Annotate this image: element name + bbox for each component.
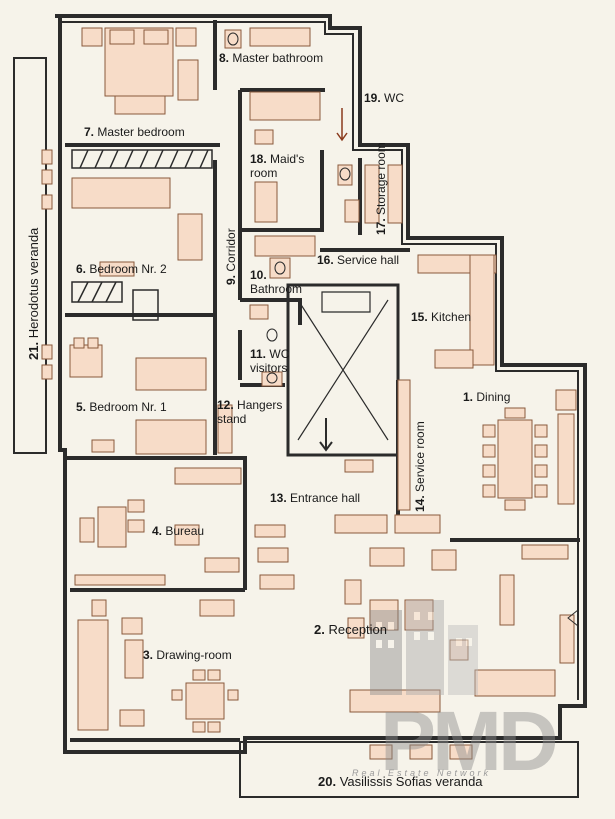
label-entrance-hall: 13. Entrance hall	[270, 491, 361, 505]
watermark-tagline: Real Estate Network	[352, 768, 492, 778]
furniture	[41, 27, 577, 760]
wardrobe-hatches	[71, 149, 213, 321]
label-bathroom: 10.Bathroom	[250, 268, 303, 296]
light-well	[297, 291, 389, 452]
label-master-bedroom: 7. Master bedroom	[84, 125, 185, 139]
wc-arrow	[336, 108, 348, 142]
label-bedroom-2: 6. Bedroom Nr. 2	[76, 262, 167, 276]
label-bedroom-1: 5. Bedroom Nr. 1	[76, 400, 167, 414]
label-wc-19: 19. WC	[364, 91, 405, 105]
svg-text:PMD: PMD	[380, 694, 556, 788]
label-herodotus-veranda: 21. Herodotus veranda	[26, 227, 41, 360]
fixtures	[227, 32, 579, 627]
label-master-bathroom: 8. Master bathroom	[219, 51, 324, 65]
label-vasilissis-sofias-veranda: 20. Vasilissis Sofias veranda	[318, 774, 483, 789]
label-drawing-room: 3. Drawing-room	[143, 648, 232, 662]
label-storage-room: 17. Storage room	[374, 142, 388, 235]
label-corridor: 9. Corridor	[224, 228, 238, 285]
pmd-watermark-logo: PMD	[370, 600, 560, 788]
label-dining: 1. Dining	[463, 390, 511, 404]
label-service-room: 14. Service room	[413, 421, 427, 512]
label-service-hall: 16. Service hall	[317, 253, 400, 267]
label-bureau: 4. Bureau	[152, 524, 205, 538]
walls	[13, 14, 587, 798]
label-reception: 2. Reception	[314, 622, 388, 637]
label-kitchen: 15. Kitchen	[411, 310, 472, 324]
